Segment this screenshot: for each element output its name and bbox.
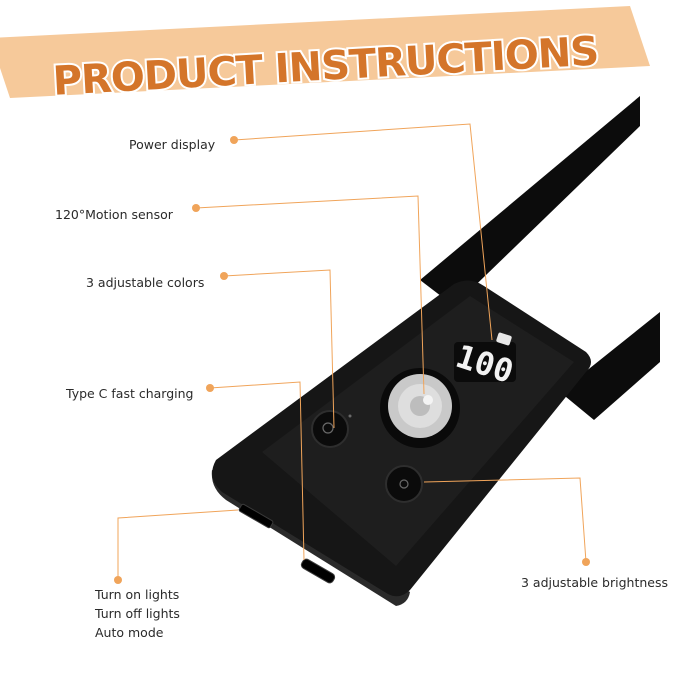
callout-dot [114,576,122,584]
usb-c-port [300,558,336,584]
label-motion-sensor: 120°Motion sensor [55,207,173,222]
label-type-c-charging: Type C fast charging [66,386,194,401]
light-bar-arm [560,312,660,420]
mode-auto: Auto mode [95,625,164,640]
light-bar-arm [420,96,640,306]
callout-dot [192,204,200,212]
label-power-display: Power display [129,137,216,152]
mode-turn-on: Turn on lights [95,587,180,602]
label-modes: Turn on lights Turn off lights Auto mode [95,585,180,642]
power-display-screen: 100 [451,332,518,391]
color-button [311,410,349,448]
label-adjustable-brightness: 3 adjustable brightness [521,575,669,590]
label-adjustable-colors: 3 adjustable colors [86,275,205,290]
callout-dot [230,136,238,144]
callout-dot [582,558,590,566]
motion-sensor-dome [380,368,460,448]
title-banner [0,6,650,98]
brightness-button [385,465,423,503]
mode-switch [238,503,274,529]
callout-dot [206,384,214,392]
title-text-layer: PRODUCT INSTRUCTIONS [50,27,602,107]
callout-dot [220,272,228,280]
mode-turn-off: Turn off lights [95,606,180,621]
